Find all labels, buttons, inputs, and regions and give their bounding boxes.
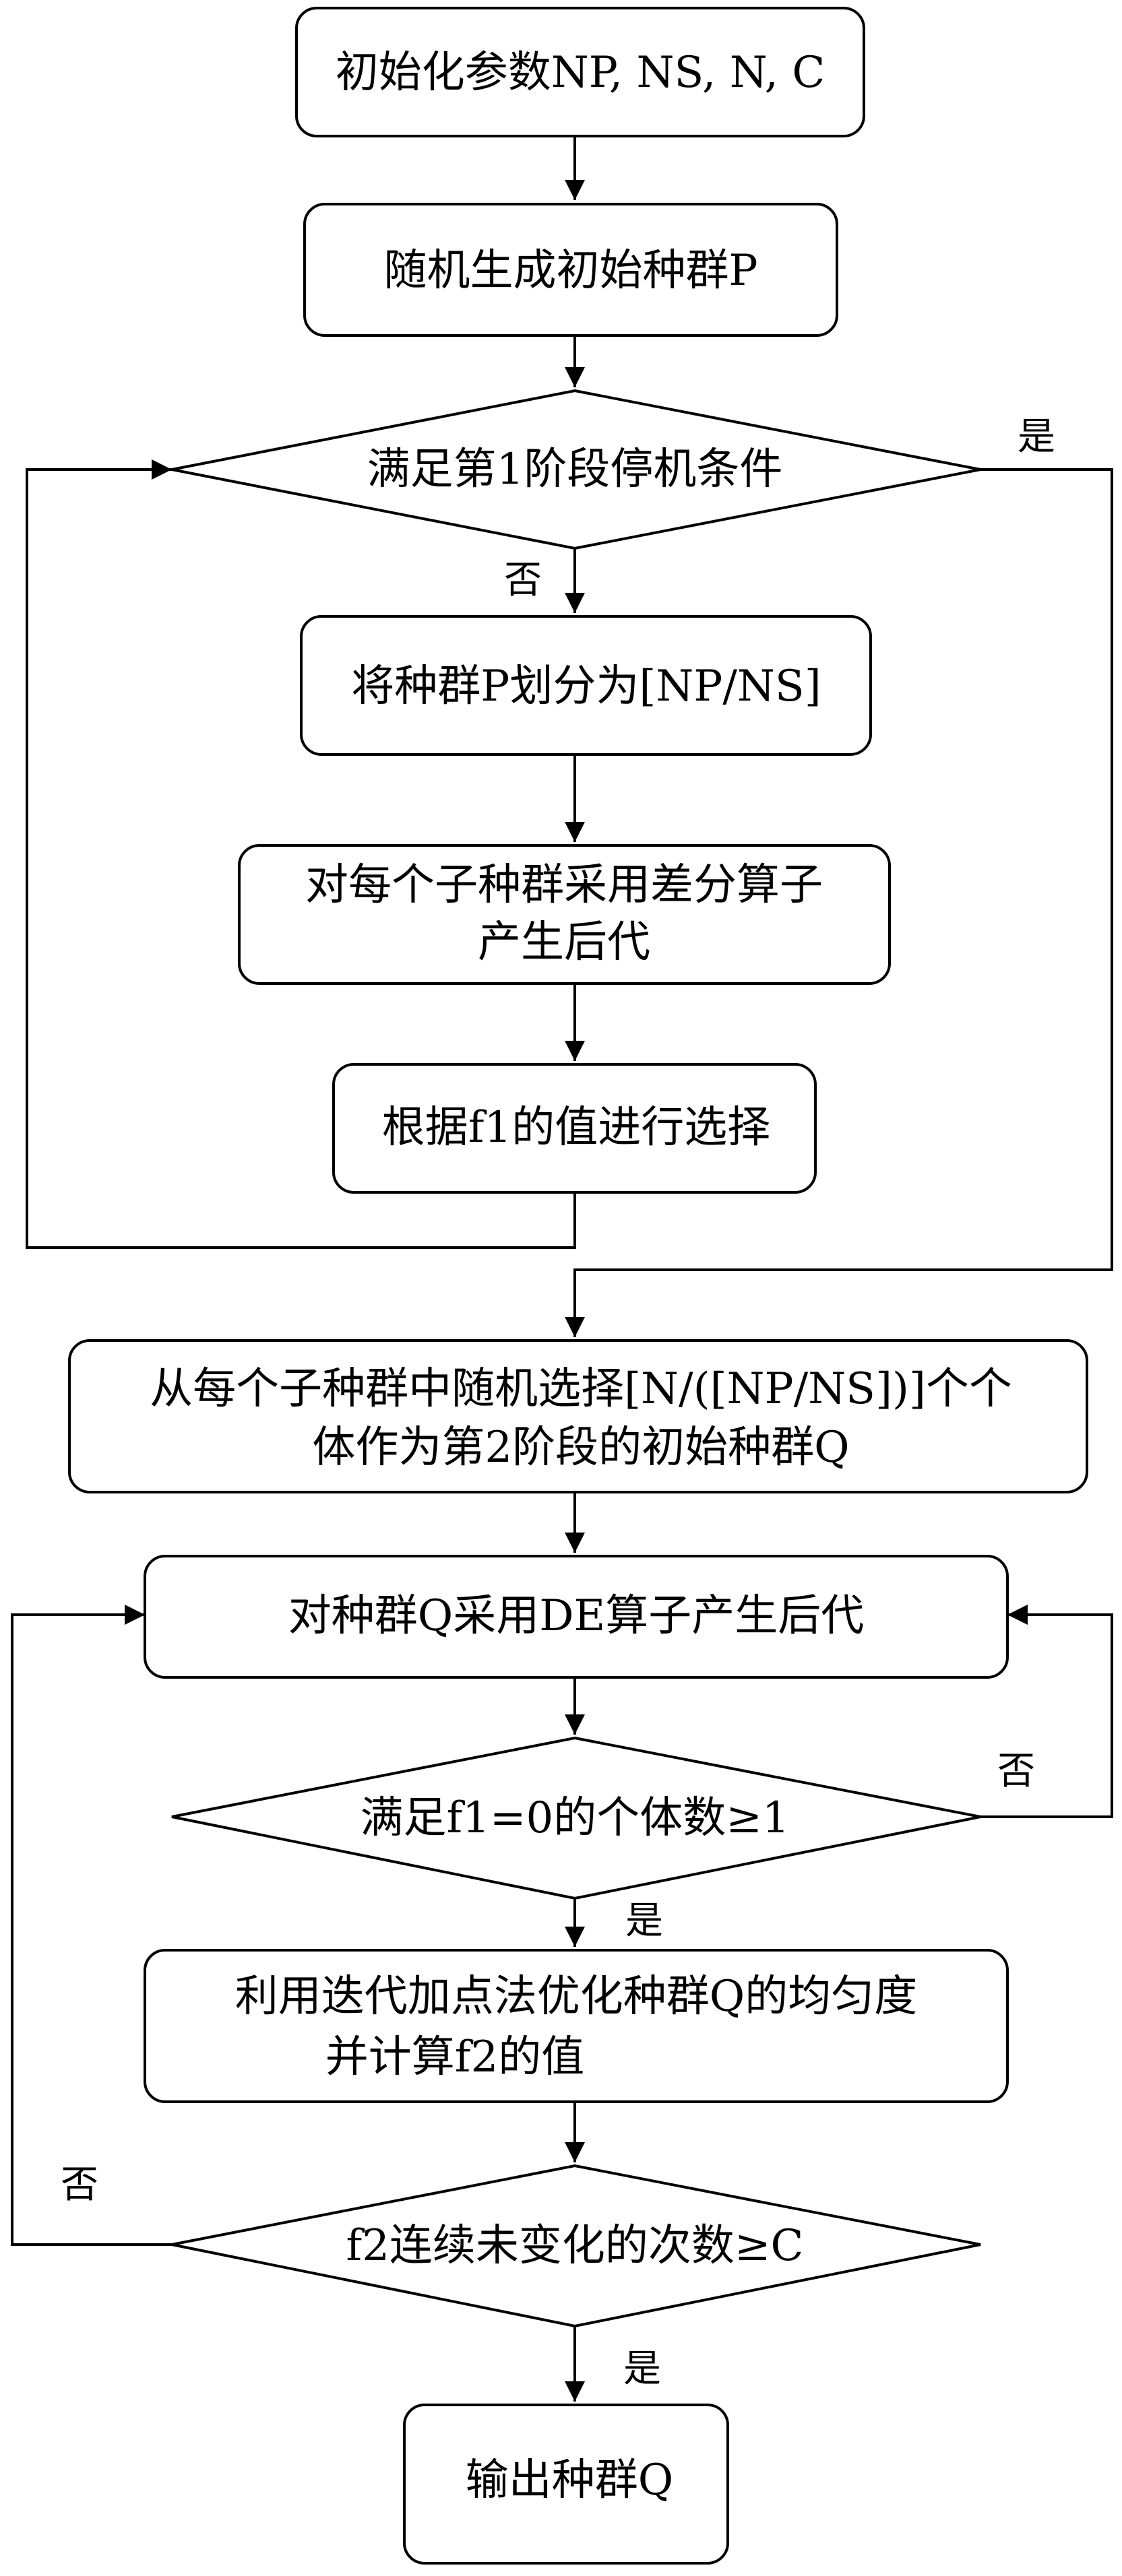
edge-f1-no <box>980 1605 1113 1818</box>
edge-f2-no <box>11 1605 172 2246</box>
node-optimize-uniformity-line2: 并计算f2的值 <box>325 2032 584 2082</box>
node-init-params: 初始化参数NP, NS, N, C <box>295 7 865 137</box>
node-init-params-text: 初始化参数NP, NS, N, C <box>336 48 825 98</box>
node-de-operator-text: 对种群Q采用DE算子产生后代 <box>288 1591 865 1641</box>
decision-f1-zero: 满足f1=0的个体数≥1 <box>171 1736 981 1900</box>
node-diff-operator-line2: 产生后代 <box>478 917 650 967</box>
label-f1-no: 否 <box>997 1749 1035 1793</box>
node-output: 输出种群Q <box>403 2404 729 2565</box>
edge-labels: 是 否 否 是 否 是 <box>61 415 1055 2391</box>
node-partition-text: 将种群P划分为[NP/NS] <box>351 662 821 711</box>
node-de-operator: 对种群Q采用DE算子产生后代 <box>144 1555 1009 1679</box>
decision-f2-unchanged: f2连续未变化的次数≥C <box>171 2164 981 2328</box>
node-select-f1: 根据f1的值进行选择 <box>332 1063 817 1194</box>
node-partition: 将种群P划分为[NP/NS] <box>300 615 872 756</box>
decision-f2-unchanged-text: f2连续未变化的次数≥C <box>346 2221 804 2271</box>
decision-stage1: 满足第1阶段停机条件 <box>171 389 981 550</box>
node-init-population: 随机生成初始种群P <box>303 203 838 337</box>
node-optimize-uniformity-line1: 利用迭代加点法优化种群Q的均匀度 <box>235 1972 917 2022</box>
node-random-select-line2: 体作为第2阶段的初始种群Q <box>312 1423 849 1473</box>
label-stage1-yes: 是 <box>1018 415 1055 459</box>
decision-f1-zero-text: 满足f1=0的个体数≥1 <box>360 1793 789 1843</box>
connectors <box>11 136 1113 2402</box>
node-output-text: 输出种群Q <box>466 2455 673 2505</box>
label-stage1-no: 否 <box>504 558 542 602</box>
node-diff-operator-line1: 对每个子种群采用差分算子 <box>305 860 823 910</box>
node-init-population-text: 随机生成初始种群P <box>383 246 757 296</box>
node-random-select-line1: 从每个子种群中随机选择[N/([NP/NS])]个个 <box>150 1364 1012 1414</box>
label-f2-no: 否 <box>61 2163 98 2207</box>
node-select-f1-text: 根据f1的值进行选择 <box>382 1103 770 1153</box>
edge-loop-back-stage1 <box>26 459 576 1249</box>
node-diff-operator: 对每个子种群采用差分算子 产生后代 <box>238 844 891 985</box>
decision-stage1-text: 满足第1阶段停机条件 <box>367 445 783 494</box>
node-optimize-uniformity: 利用迭代加点法优化种群Q的均匀度 并计算f2的值 <box>144 1949 1009 2103</box>
label-f2-yes: 是 <box>623 2347 661 2391</box>
label-f1-yes: 是 <box>625 1899 663 1943</box>
node-random-select: 从每个子种群中随机选择[N/([NP/NS])]个个 体作为第2阶段的初始种群Q <box>68 1339 1088 1493</box>
edge-stage1-yes <box>565 468 1113 1337</box>
